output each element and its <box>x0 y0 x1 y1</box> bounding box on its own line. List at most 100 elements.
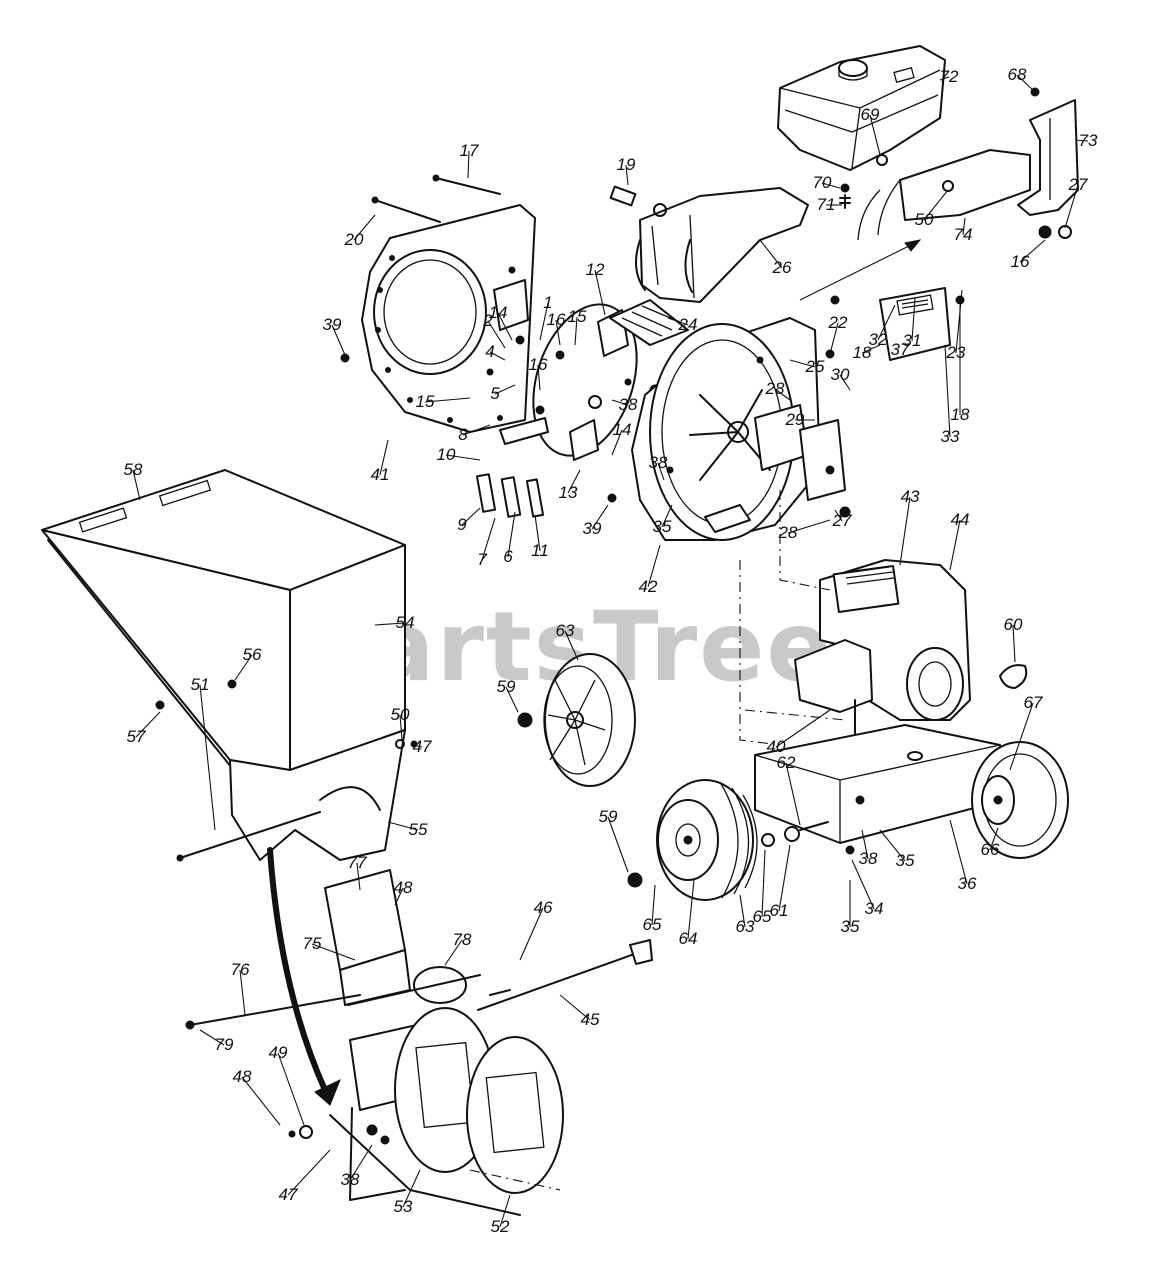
chute-cover <box>609 185 809 303</box>
callout-57: 57 <box>127 727 146 746</box>
callout-5: 5 <box>490 384 500 403</box>
callout-77: 77 <box>348 853 367 872</box>
callout-28: 28 <box>765 379 785 398</box>
callout-30: 30 <box>831 365 850 384</box>
leader-c32 <box>877 304 896 341</box>
callout-71: 71 <box>817 195 836 214</box>
callout-38: 38 <box>859 849 878 868</box>
leader-c12 <box>594 269 606 316</box>
callout-68: 68 <box>1008 65 1027 84</box>
callout-41: 41 <box>371 465 390 484</box>
callout-66: 66 <box>981 840 1000 859</box>
leader-c52 <box>499 1194 511 1228</box>
callout-20: 20 <box>344 230 364 249</box>
callout-18: 18 <box>853 343 872 362</box>
callout-14: 14 <box>489 303 508 322</box>
callout-63: 63 <box>736 917 755 936</box>
leader-c35b <box>879 829 906 862</box>
callout-70: 70 <box>813 173 832 192</box>
leader-c17 <box>467 150 470 179</box>
callout-58: 58 <box>124 460 143 479</box>
leader-c61 <box>778 844 791 912</box>
callout-18: 18 <box>951 405 970 424</box>
leader-c58 <box>132 469 141 501</box>
leader-c74 <box>962 217 966 236</box>
callout-47: 47 <box>413 737 432 756</box>
callout-73: 73 <box>1079 131 1098 150</box>
leader-c76 <box>239 969 246 1016</box>
housing-front-42 <box>631 317 821 541</box>
leader-c27a <box>834 509 843 522</box>
leader-c27b <box>1064 184 1079 229</box>
leader-c60 <box>1012 624 1016 663</box>
leader-c46 <box>519 907 544 961</box>
callout-15: 15 <box>416 392 435 411</box>
callout-45: 45 <box>581 1010 600 1029</box>
leader-c68 <box>1016 74 1036 93</box>
callout-22: 22 <box>828 313 848 332</box>
callout-40: 40 <box>767 737 786 756</box>
leader-c15b <box>424 397 471 403</box>
callout-9: 9 <box>457 515 467 534</box>
leader-lines <box>132 74 1089 1228</box>
leader-c2 <box>487 320 506 349</box>
leader-c41 <box>379 439 389 476</box>
wheel-front-lower <box>627 779 829 901</box>
callout-50: 50 <box>915 210 934 229</box>
callout-16: 16 <box>1011 252 1030 271</box>
callout-49: 49 <box>269 1043 288 1062</box>
callout-28: 28 <box>778 523 798 542</box>
leader-c1 <box>539 302 549 341</box>
leader-c43 <box>899 496 911 566</box>
callout-2: 2 <box>482 311 493 330</box>
leader-c50a <box>399 714 403 741</box>
leader-c54 <box>374 622 406 626</box>
callout-8: 8 <box>458 425 468 444</box>
callout-48: 48 <box>394 878 413 897</box>
callout-78: 78 <box>453 930 472 949</box>
leader-c42 <box>647 544 661 588</box>
callout-16: 16 <box>529 355 548 374</box>
callout-63: 63 <box>556 621 575 640</box>
callout-27: 27 <box>1068 175 1088 194</box>
leader-c72 <box>939 76 950 81</box>
callout-48: 48 <box>233 1067 252 1086</box>
leader-c62 <box>785 762 801 826</box>
callout-6: 6 <box>503 547 513 566</box>
callout-33: 33 <box>941 427 960 446</box>
leader-c35a <box>661 504 673 528</box>
leader-c5 <box>494 384 516 395</box>
callout-38: 38 <box>341 1170 360 1189</box>
callout-47: 47 <box>279 1185 298 1204</box>
leader-c63b <box>739 894 746 928</box>
leader-c59b <box>607 816 629 873</box>
callout-35: 35 <box>896 851 915 870</box>
leader-c23 <box>955 289 963 354</box>
leader-c13 <box>567 469 581 494</box>
leader-c16c <box>1019 239 1046 263</box>
callout-16: 16 <box>547 310 566 329</box>
callout-50: 50 <box>391 705 410 724</box>
leader-c65b <box>761 849 766 918</box>
callout-17: 17 <box>460 141 479 160</box>
leader-c31 <box>911 297 916 342</box>
long-bolts <box>371 174 501 223</box>
leader-c26 <box>759 239 783 269</box>
leader-c34 <box>851 859 875 910</box>
callout-42: 42 <box>639 577 658 596</box>
callout-34: 34 <box>865 899 884 918</box>
leader-c15a <box>574 316 578 346</box>
callout-14: 14 <box>613 420 632 439</box>
discharge-door <box>799 287 965 518</box>
callout-31: 31 <box>903 331 922 350</box>
callout-59: 59 <box>599 807 618 826</box>
leader-c64 <box>687 879 695 940</box>
leader-c47a <box>411 744 423 748</box>
callout-60: 60 <box>1004 615 1023 634</box>
callout-52: 52 <box>491 1217 510 1236</box>
leader-c47b <box>287 1149 331 1196</box>
callout-4: 4 <box>485 342 494 361</box>
callout-72: 72 <box>940 67 959 86</box>
leader-c28a <box>774 388 791 401</box>
leader-c51 <box>199 684 216 831</box>
